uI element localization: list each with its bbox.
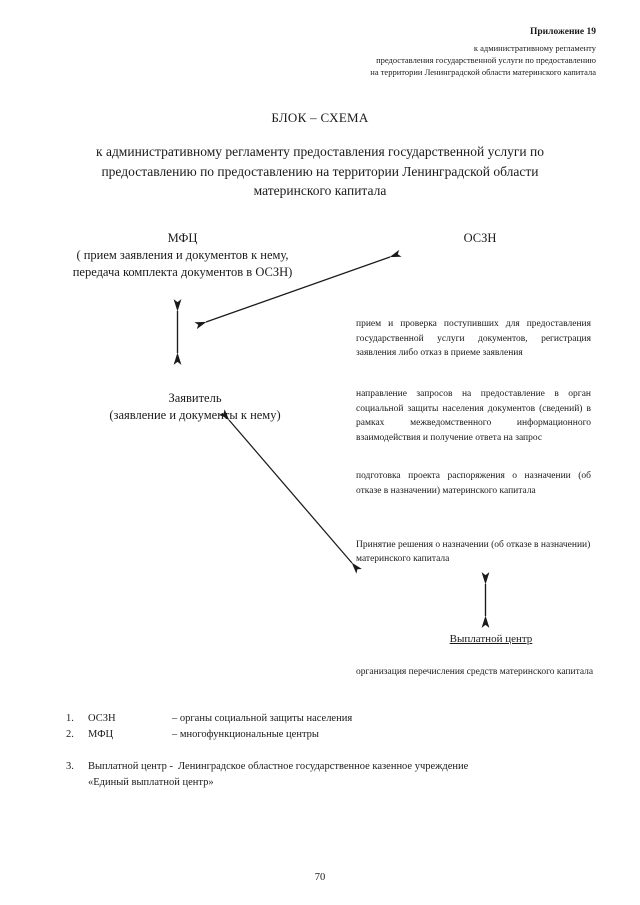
legend-item-payment-center-abbr: Выплатной центр - — [88, 761, 173, 772]
document-header: Приложение 19 к административному реглам… — [266, 26, 596, 79]
node-mfc-title: МФЦ — [167, 231, 198, 245]
legend-item-oszn: 1. ОСЗН – органы социальной защиты насел… — [66, 711, 586, 727]
node-payment-center-title: Выплатной центр — [449, 633, 533, 645]
node-oszn-title: ОСЗН — [463, 231, 497, 245]
node-mfc: МФЦ ( прием заявления и документов к нем… — [55, 230, 310, 281]
legend-item-payment-center-continuation: «Единый выплатной центр» — [88, 776, 214, 788]
legend-item-mfc-abbr: МФЦ — [88, 728, 114, 740]
header-line-3: на территории Ленинградской области мате… — [370, 67, 596, 78]
legend-item-oszn-dash: – — [172, 713, 180, 724]
legend-item-payment-center: 3. Выплатной центр - Ленинградское облас… — [66, 759, 586, 775]
legend-payment-center: 3. Выплатной центр - Ленинградское облас… — [66, 759, 586, 791]
node-applicant-subtitle: (заявление и документы к нему) — [109, 407, 281, 422]
legend-item-payment-center-definition: Ленинградское областное государственное … — [178, 761, 469, 772]
node-applicant: Заявитель (заявление и документы к нему) — [50, 390, 340, 424]
legend-item-oszn-definition-text: органы социальной защиты населения — [179, 713, 353, 724]
node-mfc-subtitle: ( прием заявления и документов к нему, п… — [72, 247, 293, 279]
page-subtitle: к административному регламенту предостав… — [96, 144, 544, 199]
legend-item-oszn-definition: – органы социальной защиты населения — [172, 711, 586, 727]
legend-item-payment-center-number: 3. — [66, 761, 74, 772]
process-draft-order-text: подготовка проекта распоряжения о назнач… — [356, 471, 591, 496]
process-funds-transfer: организация перечисления средств материн… — [356, 665, 598, 680]
node-oszn: ОСЗН — [395, 230, 565, 247]
arrow-applicant-to-decision — [219, 409, 362, 574]
process-intake: прием и проверка поступивших для предост… — [356, 317, 591, 361]
node-applicant-title: Заявитель — [168, 391, 222, 405]
node-payment-center: Выплатной центр — [396, 633, 586, 645]
process-interagency-requests: направление запросов на предоставление в… — [356, 387, 591, 446]
page-title: БЛОК – СХЕМА — [271, 110, 369, 125]
process-decision-text: Принятие решения о назначении (об отказе… — [356, 540, 591, 565]
legend-item-mfc-dash: – — [172, 728, 180, 740]
legend-item-mfc-definition: – многофункциональные центры — [172, 727, 586, 743]
process-requests-text: направление запросов на предоставление в… — [356, 389, 591, 444]
legend-item-mfc-number: 2. — [66, 728, 74, 740]
process-transfer-text: организация перечисления средств материн… — [356, 667, 594, 677]
process-decision: Принятие решения о назначении (об отказе… — [356, 538, 594, 567]
legend-item-mfc-definition-text: многофункциональные центры — [179, 728, 319, 740]
legend-item-oszn-abbr: ОСЗН — [88, 713, 116, 724]
process-intake-text: прием и проверка поступивших для предост… — [356, 319, 591, 359]
legend-item-mfc: 2. МФЦ – многофункциональные центры — [66, 727, 586, 743]
appendix-number: Приложение 19 — [529, 27, 596, 37]
header-line-1: к административному регламенту — [473, 42, 596, 53]
process-draft-order: подготовка проекта распоряжения о назнач… — [356, 469, 591, 498]
page-number: 70 — [314, 872, 326, 883]
legend-abbreviations: 1. ОСЗН – органы социальной защиты насел… — [66, 711, 586, 743]
header-line-2: предоставления государственной услуги по… — [376, 55, 596, 66]
legend-item-oszn-number: 1. — [66, 713, 74, 724]
